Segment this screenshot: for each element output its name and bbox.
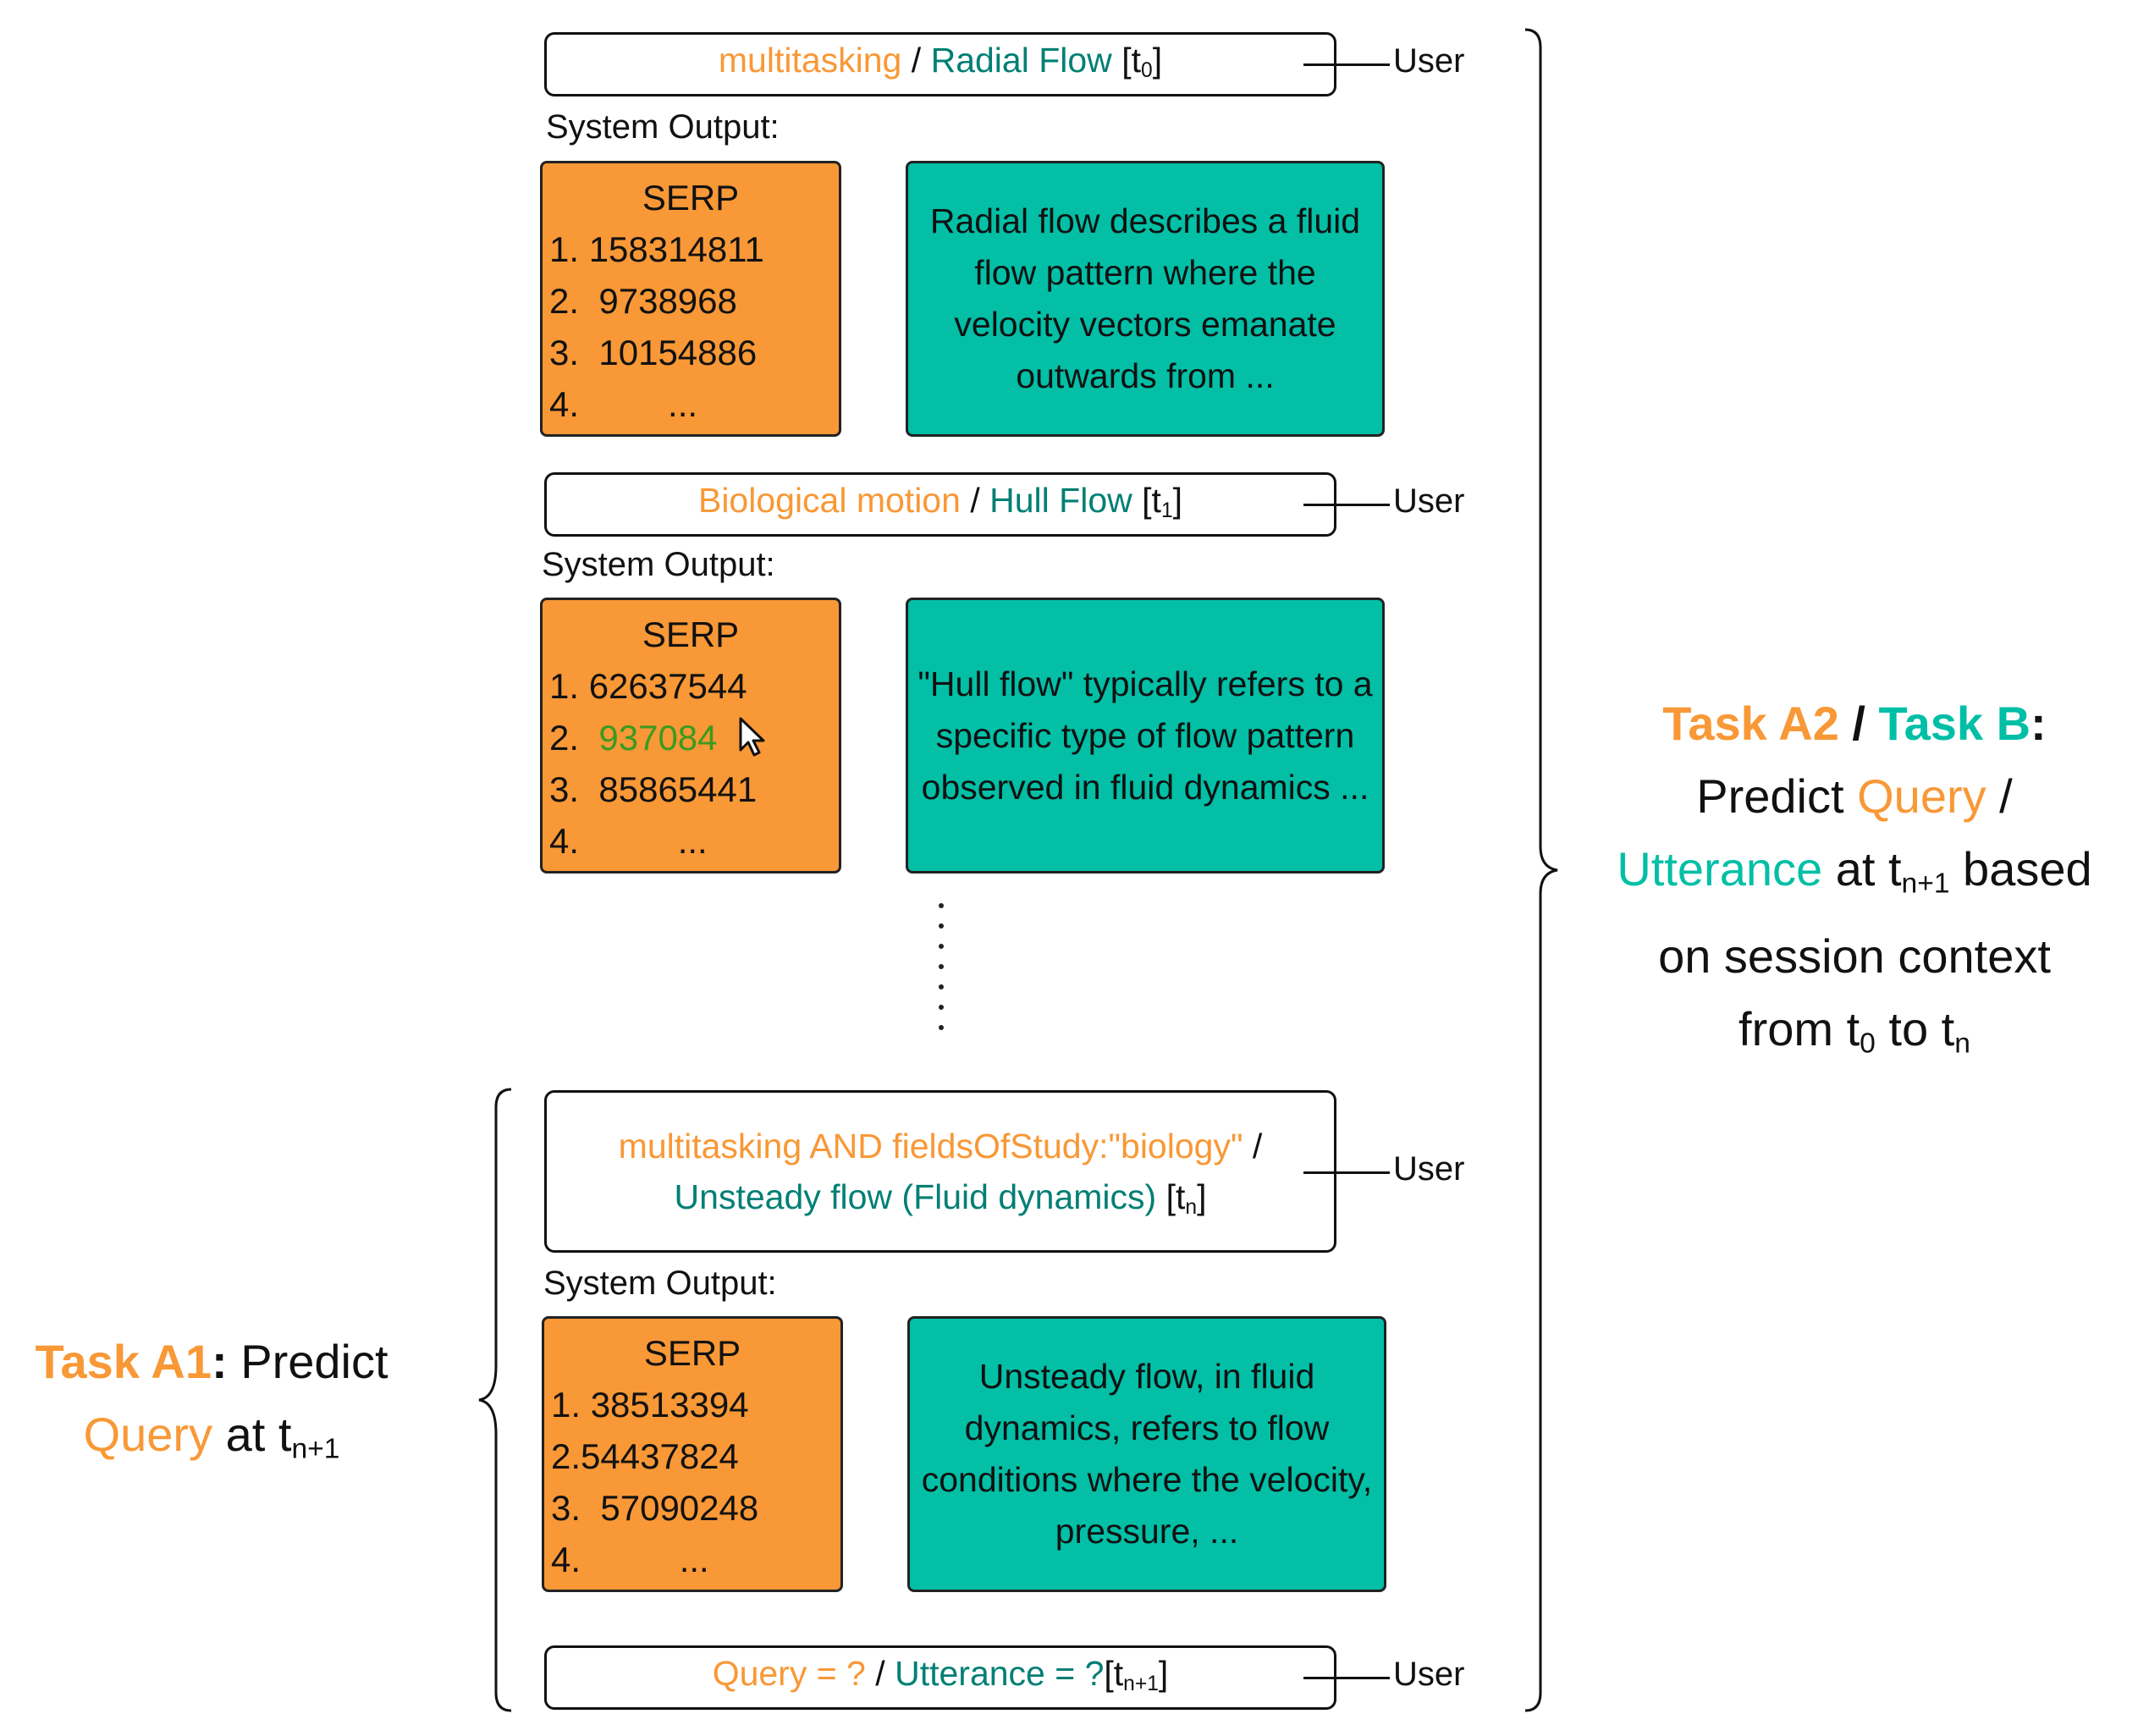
task-b-name: Task B (1878, 697, 2031, 750)
right-brace (1524, 28, 1558, 1712)
system-output-label: System Output: (546, 108, 780, 146)
user-label: User (1393, 1150, 1465, 1188)
time-label: [t0] (1121, 41, 1163, 83)
system-output-label: System Output: (542, 546, 775, 583)
serp-item: 2.54437824 (551, 1436, 739, 1476)
separator: / (1252, 1127, 1263, 1166)
utterance-text: Hull Flow (989, 481, 1132, 520)
task-a2-name: Task A2 (1662, 697, 1839, 750)
query-box-t1: Biological motion / Hull Flow [t1] (544, 472, 1336, 537)
user-connector (1303, 1677, 1390, 1679)
task-a2-b-label: Task A2 / Task B: Predict Query / Uttera… (1617, 697, 2092, 1060)
serp-item: 1. 158314811 (549, 229, 764, 269)
answer-text: Radial flow describes a fluid flow patte… (929, 201, 1361, 395)
query-box-next: Query = ? / Utterance = ?[tn+1] (544, 1645, 1336, 1710)
user-connector (1303, 1171, 1390, 1174)
serp-item: 3. 57090248 (551, 1488, 759, 1528)
utterance-text: Radial Flow (930, 41, 1112, 80)
separator: / (875, 1654, 885, 1693)
system-output-label: System Output: (543, 1265, 777, 1302)
query-box-t0: multitasking / Radial Flow [t0] (544, 32, 1336, 96)
utterance-text: Utterance = ? (895, 1654, 1105, 1693)
user-label: User (1393, 482, 1465, 520)
serp-box: SERP 1. 158314811 2. 9738968 3. 10154886… (540, 161, 841, 437)
serp-box: SERP 1. 38513394 2.54437824 3. 57090248 … (542, 1316, 843, 1592)
user-label: User (1393, 42, 1465, 80)
ellipsis-dots (939, 903, 944, 1030)
serp-item: 1. 62637544 (549, 666, 747, 706)
left-brace (478, 1088, 512, 1712)
serp-title: SERP (642, 614, 740, 654)
answer-text: "Hull flow" typically refers to a specif… (917, 664, 1373, 807)
time-label: [t1] (1142, 481, 1183, 523)
answer-text: Unsteady flow, in fluid dynamics, refers… (921, 1357, 1373, 1551)
separator: / (970, 481, 980, 520)
serp-title: SERP (642, 178, 740, 218)
clicked-doc-id: 937084 (598, 718, 718, 758)
separator: / (911, 41, 922, 80)
task-a1-label: Task A1: Predict Query at tn+1 (35, 1335, 388, 1465)
serp-box: SERP 1. 62637544 2. 937084 3. 85865441 4… (540, 598, 841, 874)
query-text: multitasking AND fieldsOfStudy:"biology" (618, 1127, 1243, 1166)
user-label: User (1393, 1656, 1465, 1693)
serp-item: 4. ... (549, 821, 708, 861)
serp-item-clicked: 2. 937084 (549, 718, 718, 758)
mouse-cursor-icon (739, 717, 765, 757)
query-text: multitasking (718, 41, 902, 80)
serp-item: 3. 85865441 (549, 769, 758, 809)
answer-box: Unsteady flow, in fluid dynamics, refers… (907, 1316, 1386, 1592)
user-connector (1303, 504, 1390, 506)
serp-item: 4. ... (549, 384, 698, 424)
answer-box: "Hull flow" typically refers to a specif… (906, 598, 1385, 874)
answer-box: Radial flow describes a fluid flow patte… (906, 161, 1385, 437)
utterance-text: Unsteady flow (Fluid dynamics) (674, 1177, 1157, 1216)
serp-title: SERP (643, 1333, 741, 1373)
serp-item: 4. ... (551, 1540, 709, 1579)
time-label: [tn] (1165, 1177, 1207, 1220)
user-connector (1303, 63, 1390, 66)
task-a1-name: Task A1 (35, 1335, 212, 1388)
serp-item: 1. 38513394 (551, 1385, 749, 1425)
query-text: Biological motion (697, 481, 961, 520)
query-box-tn: multitasking AND fieldsOfStudy:"biology"… (544, 1090, 1336, 1253)
serp-item: 2. 9738968 (549, 281, 737, 321)
time-label: [tn+1] (1104, 1654, 1169, 1696)
serp-item: 3. 10154886 (549, 333, 758, 372)
query-text: Query = ? (712, 1654, 866, 1693)
